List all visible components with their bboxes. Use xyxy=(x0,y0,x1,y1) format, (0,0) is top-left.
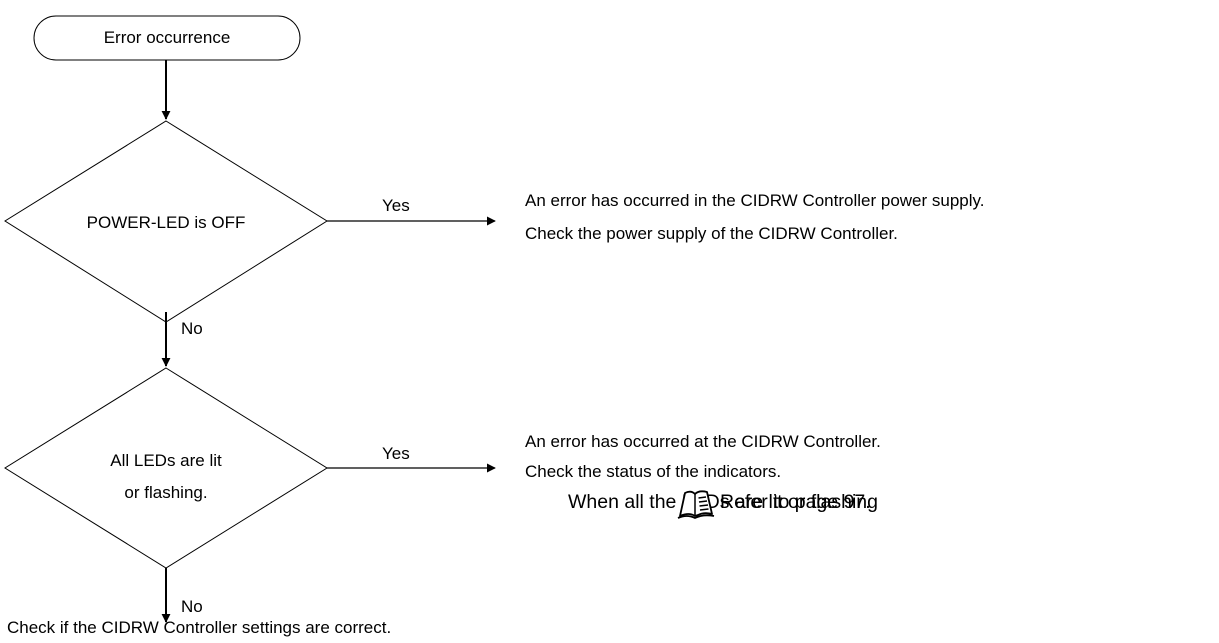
result2-line2: Check the status of the indicators. xyxy=(525,462,782,481)
book-icon xyxy=(677,490,715,519)
decision2-label-line2: or flashing. xyxy=(124,483,208,502)
decision2-no-label: No xyxy=(181,597,203,616)
result2-reference-text: When all the LEDs are lit or flashing xyxy=(568,491,878,513)
result1-line2: Check the power supply of the CIDRW Cont… xyxy=(525,224,898,243)
result1-line1: An error has occurred in the CIDRW Contr… xyxy=(525,191,985,210)
decision1-label: POWER-LED is OFF xyxy=(86,213,246,232)
start-label: Error occurrence xyxy=(103,28,231,47)
decision2-label-line1: All LEDs are lit xyxy=(110,451,222,470)
end-label: Check if the CIDRW Controller settings a… xyxy=(7,618,392,637)
decision1-yes-label: Yes xyxy=(382,196,410,215)
decision1-no-label: No xyxy=(181,319,203,338)
result2-line1: An error has occurred at the CIDRW Contr… xyxy=(525,432,881,451)
result2-reference-page: Refer to page 97. xyxy=(720,491,871,513)
decision2-yes-label: Yes xyxy=(382,444,410,463)
